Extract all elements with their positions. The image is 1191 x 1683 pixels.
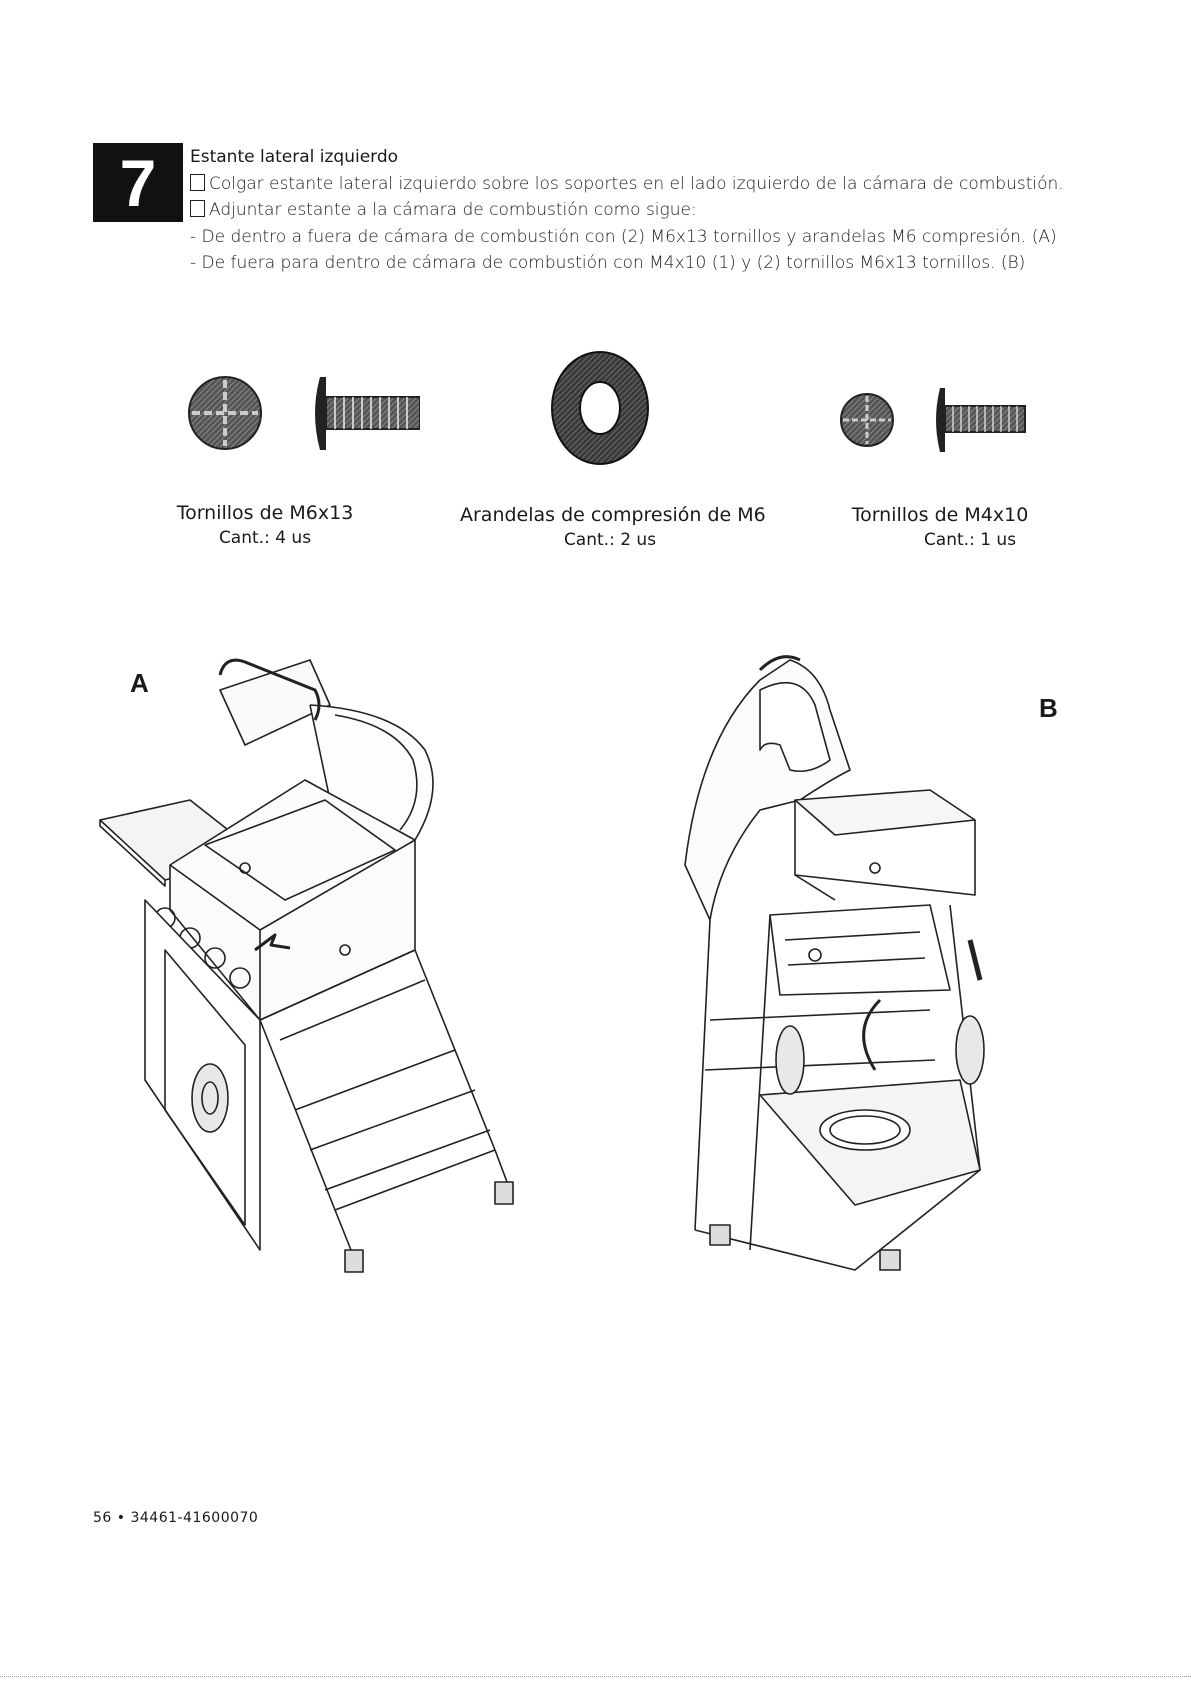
instruction-text: Colgar estante lateral izquierdo sobre l… <box>209 173 1064 194</box>
screw-m6x13-icon <box>188 376 420 450</box>
screw-m4x10-icon <box>840 388 1026 452</box>
part-quantity: Cant.: 1 us <box>923 530 1017 550</box>
part-label: Tornillos de M6x13 <box>176 502 354 524</box>
step-number-badge: 7 <box>93 143 183 222</box>
instruction-sub-b: - De fuera para dentro de cámara de comb… <box>190 253 1026 273</box>
instruction-line-2: Adjuntar estante a la cámara de combusti… <box>190 197 1190 224</box>
step-title: Estante lateral izquierdo <box>190 147 399 167</box>
figure-a-grill-illustration <box>99 658 514 1273</box>
checkbox-icon <box>190 200 205 217</box>
instruction-line-1: Colgar estante lateral izquierdo sobre l… <box>190 171 1190 198</box>
page-footer-reference: 56 • 34461-41600070 <box>93 1510 259 1526</box>
part-quantity: Cant.: 4 us <box>218 528 312 548</box>
part-washer-caption: Arandelas de compresión de M6 Cant.: 2 u… <box>460 502 766 552</box>
part-quantity: Cant.: 2 us <box>563 530 657 550</box>
part-m6x13-screw <box>150 365 430 480</box>
figure-b-label: B <box>1039 693 1058 723</box>
part-label: Tornillos de M4x10 <box>851 504 1029 526</box>
part-m4x10-screw <box>835 378 1035 468</box>
step-number: 7 <box>119 145 157 220</box>
part-m6x13-caption: Tornillos de M6x13 Cant.: 4 us <box>150 500 380 550</box>
part-m4x10-caption: Tornillos de M4x10 Cant.: 1 us <box>845 502 1035 552</box>
instruction-text: Adjuntar estante a la cámara de combusti… <box>209 200 697 220</box>
part-m6-washer <box>540 348 660 468</box>
checkbox-icon <box>190 173 205 191</box>
figure-a-label: A <box>130 668 149 698</box>
step-instructions: Estante lateral izquierdo Colgar estante… <box>190 144 1190 277</box>
part-label: Arandelas de compresión de M6 <box>460 504 766 526</box>
washer-icon <box>551 351 649 465</box>
bottom-divider <box>0 1676 1191 1677</box>
instruction-sub-a: - De dentro a fuera de cámara de combust… <box>190 226 1057 247</box>
figure-b-grill-illustration <box>684 655 985 1271</box>
